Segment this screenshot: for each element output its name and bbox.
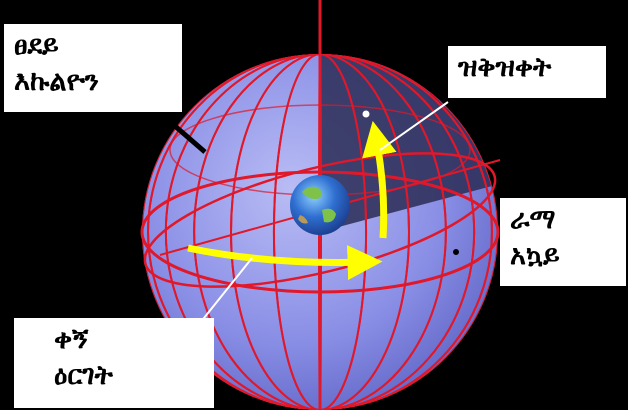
sphere-cutaway xyxy=(320,53,492,232)
declination-pointer xyxy=(379,101,449,151)
ecliptic-pole-pointer xyxy=(166,118,207,154)
right-ascension-label: ቀኝ ዕርገት xyxy=(14,318,214,408)
declination-label-line1: ዝቅዝቀት xyxy=(458,52,552,83)
ecliptic-pole-label: ፀደይ እኩልዮን xyxy=(4,24,182,112)
star-marker-icon xyxy=(362,110,370,118)
earth-globe-icon xyxy=(290,175,350,235)
equator-point xyxy=(453,249,459,255)
ecliptic-line xyxy=(143,152,497,288)
declination-label: ዝቅዝቀት xyxy=(448,46,606,98)
ecliptic-pole-label-line2: እኩልዮን xyxy=(14,66,99,97)
meridian-7 xyxy=(272,54,368,410)
right-ascension-arrow xyxy=(187,244,383,281)
right-ascension-label-line1: ቀኝ xyxy=(54,324,89,355)
meridian-10 xyxy=(164,54,476,410)
meridian-11 xyxy=(147,54,493,410)
ecliptic-pole-label-line1: ፀደይ xyxy=(14,30,59,61)
celestial-equator-label: ራማ አኳይ xyxy=(500,198,626,286)
celestial-equator-label-line2: አኳይ xyxy=(510,240,560,271)
meridian-9 xyxy=(193,54,447,410)
meridian-8 xyxy=(230,54,410,410)
celestial-equator-label-line1: ራማ xyxy=(510,204,556,235)
right-ascension-label-line2: ዕርገት xyxy=(54,360,113,391)
declination-arrow xyxy=(362,120,397,239)
